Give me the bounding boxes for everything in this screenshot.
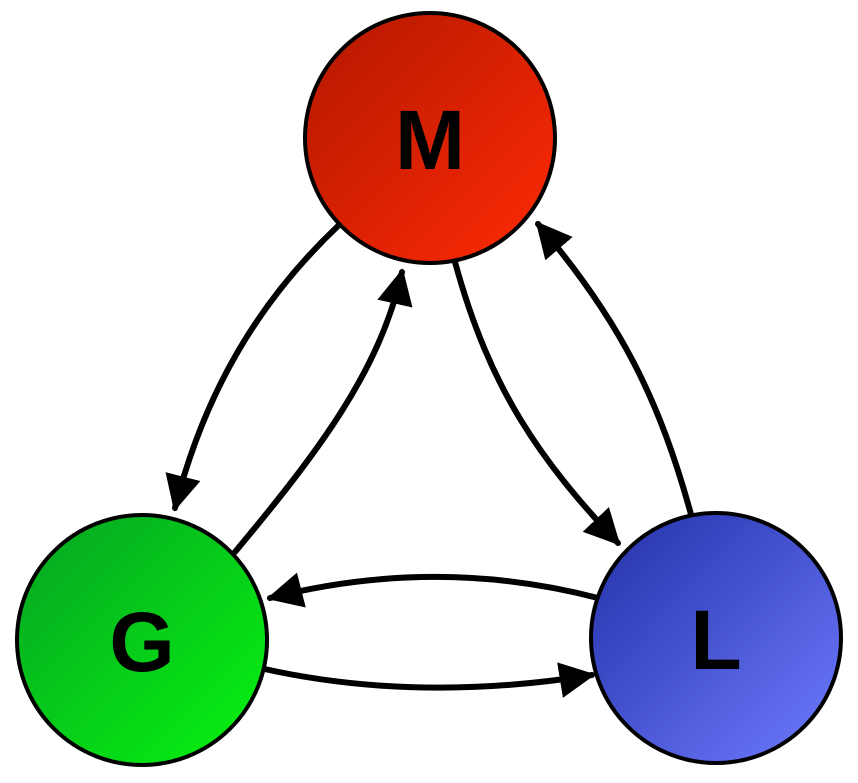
node-g-label: G [109,595,174,689]
node-g: G [15,513,269,767]
edge-g-to-m [232,268,413,555]
node-m: M [303,11,557,265]
edge-l-to-m [535,221,695,521]
edge-m-to-g [165,223,341,512]
edge-l-to-g [266,572,601,608]
edge-m-to-l [452,259,621,546]
node-g-circle [15,513,269,767]
node-l: L [589,511,843,765]
node-m-circle [303,11,557,265]
node-l-circle [589,511,843,765]
node-l-label: L [690,593,741,687]
node-m-label: M [395,93,465,187]
edge-g-to-l [257,662,596,698]
